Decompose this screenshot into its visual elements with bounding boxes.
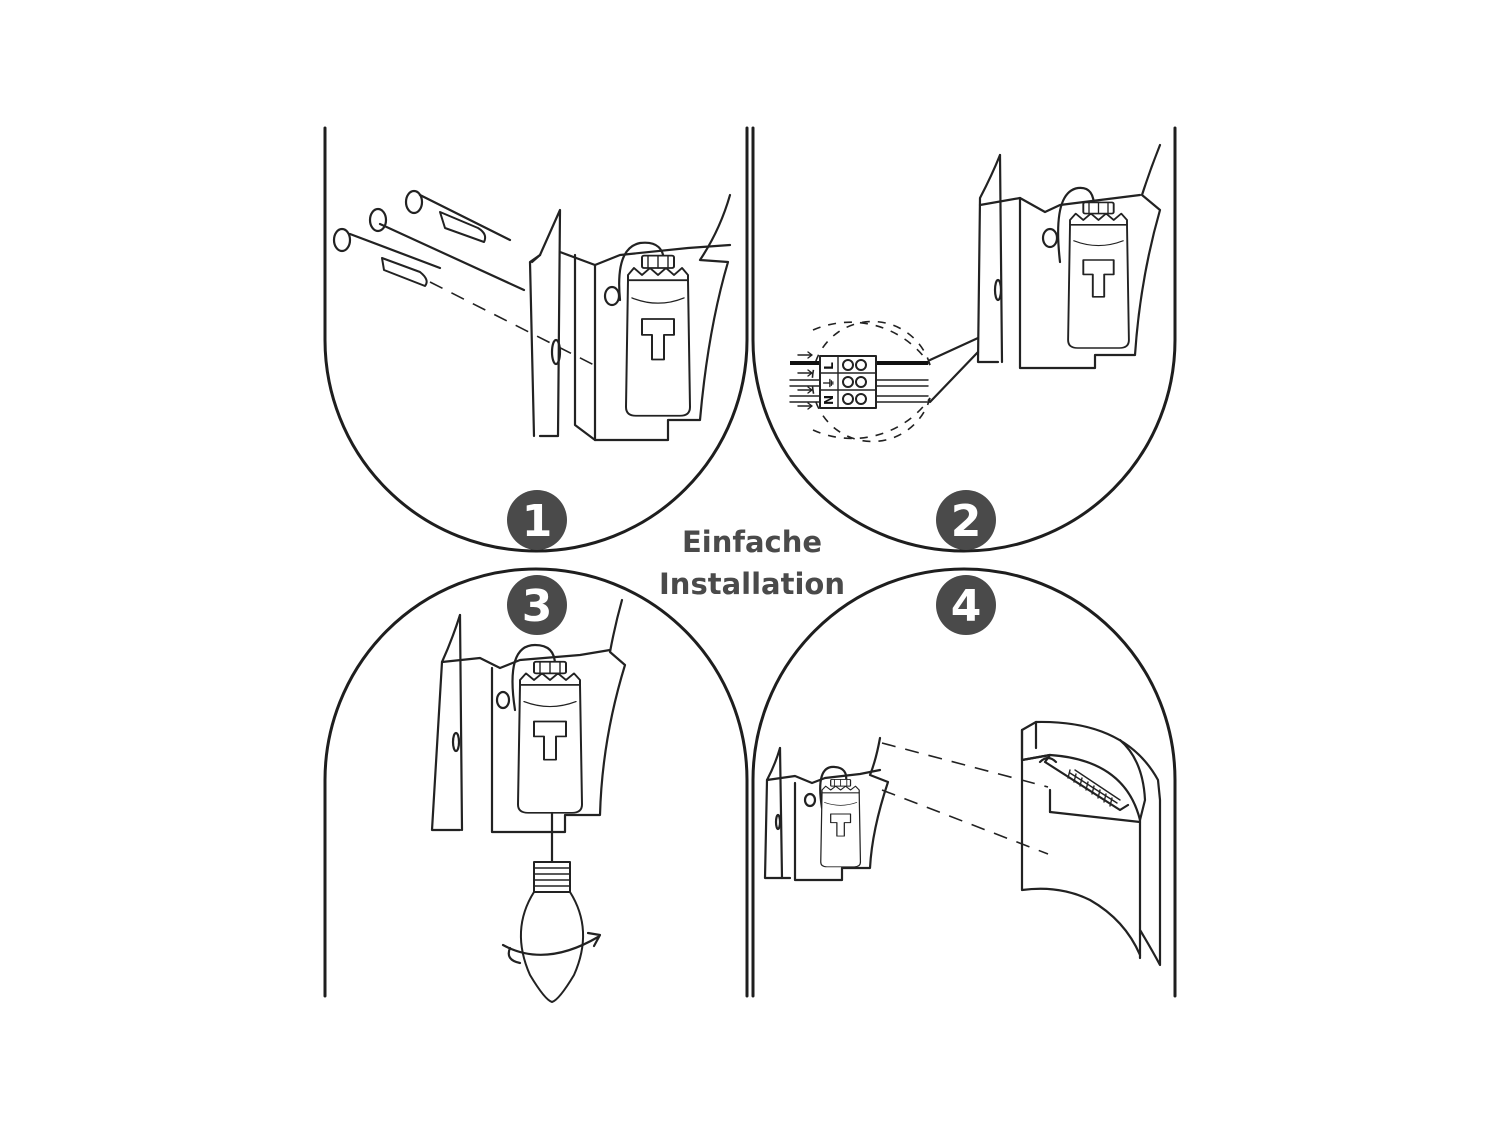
- panel-step-4: [751, 567, 1177, 998]
- panel-step-3: [323, 567, 749, 1003]
- step-badge-1: 1: [507, 490, 567, 550]
- candle-bulb: [501, 861, 602, 1003]
- step-badge-2: 2: [936, 490, 996, 550]
- step-number-1: 1: [522, 496, 553, 547]
- panel-step-1: [323, 126, 749, 553]
- step-badge-4: 4: [936, 575, 996, 635]
- wall-bracket-3: [430, 598, 627, 834]
- title-line-2: Installation: [659, 567, 845, 601]
- terminal-label-n: N: [822, 395, 836, 405]
- panel-3-frame: [323, 567, 749, 998]
- terminal-magnifier: [811, 320, 980, 443]
- terminal-label-l: L: [822, 362, 836, 370]
- lamp-shade: [1020, 720, 1162, 967]
- panel-4-frame: [751, 567, 1177, 998]
- terminal-label-earth: ⏚: [822, 377, 836, 389]
- step-number-4: 4: [951, 581, 982, 632]
- wall-bracket-4: [763, 736, 890, 882]
- panel-step-2: L ⏚ N: [751, 126, 1177, 553]
- wall-plugs: [332, 189, 526, 292]
- step-badge-3: 3: [507, 575, 567, 635]
- wall-bracket-2: [976, 143, 1162, 370]
- panel-2-frame: [751, 126, 1177, 553]
- terminal-block: L ⏚ N: [789, 351, 929, 410]
- step-number-3: 3: [522, 581, 553, 632]
- panel-1-frame: [323, 126, 749, 553]
- step-number-2: 2: [951, 496, 982, 547]
- title-line-1: Einfache: [682, 525, 822, 559]
